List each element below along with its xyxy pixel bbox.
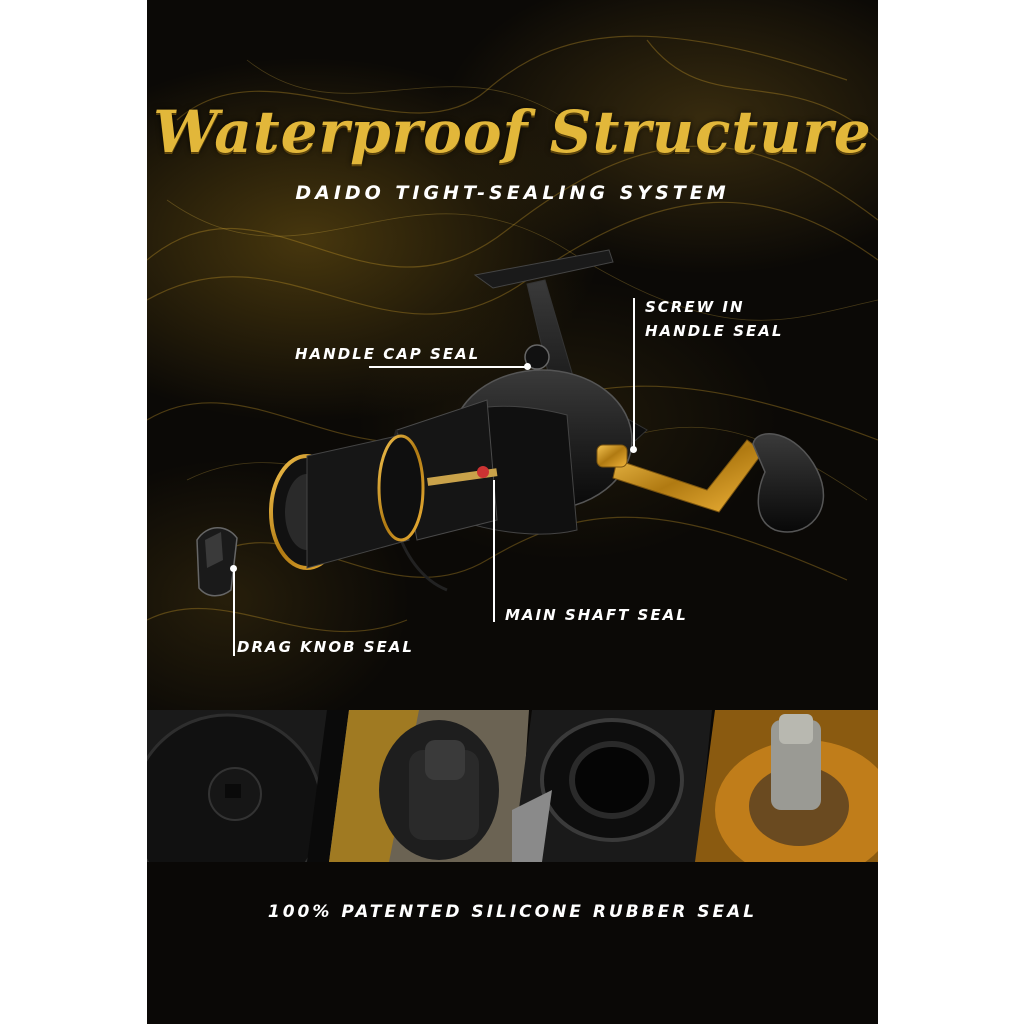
seal-photo-1 — [147, 710, 347, 862]
callout-line-handle-cap — [369, 366, 527, 368]
callout-dot-drag-knob — [230, 565, 237, 572]
callout-handle-cap: HANDLE CAP SEAL — [295, 345, 481, 363]
seal-photo-4 — [695, 710, 878, 862]
callout-line-main-shaft — [493, 480, 495, 622]
callout-main-shaft: MAIN SHAFT SEAL — [505, 606, 688, 624]
callout-dot-screw-in — [630, 446, 637, 453]
seal-photo-2 — [329, 710, 529, 862]
footer-tagline: 100% PATENTED SILICONE RUBBER SEAL — [267, 902, 758, 922]
page-title: Waterproof Structure — [153, 98, 872, 166]
callout-drag-knob: DRAG KNOB SEAL — [237, 638, 414, 656]
seal-photo-strip — [147, 710, 878, 862]
seal-photo-3 — [512, 710, 712, 862]
fishing-reel-image — [269, 249, 824, 592]
drag-knob-image — [196, 527, 238, 597]
callout-dot-handle-cap — [524, 363, 531, 370]
background-smoke — [147, 0, 878, 710]
page-subtitle: DAIDO TIGHT-SEALING SYSTEM — [295, 182, 730, 204]
callout-screw-in-line2: HANDLE SEAL — [645, 322, 784, 340]
callout-line-drag-knob — [233, 568, 235, 656]
callout-line-screw-in — [633, 298, 635, 448]
poster: Waterproof Structure DAIDO TIGHT-SEALING… — [147, 0, 878, 1024]
callout-screw-in-line1: SCREW IN — [645, 298, 745, 316]
